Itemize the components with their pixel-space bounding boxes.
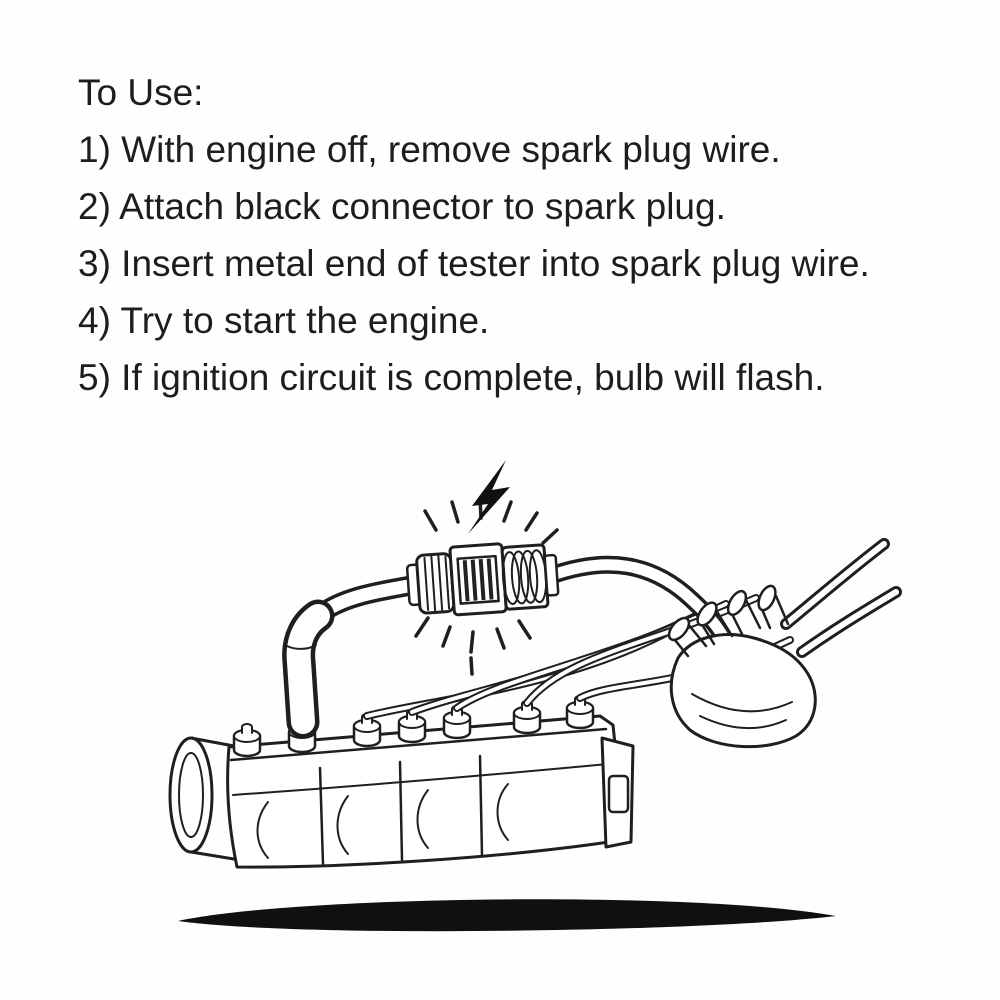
instruction-step-3: 3) Insert metal end of tester into spark… — [78, 243, 870, 284]
offscreen-wires — [780, 538, 902, 658]
distributor-cap-icon — [667, 584, 817, 749]
instructions-title: To Use: — [78, 72, 204, 113]
instruction-step-5: 5) If ignition circuit is complete, bulb… — [78, 357, 825, 398]
tester-bulb-window — [462, 558, 494, 602]
spark-plug-wire-icon — [363, 594, 794, 720]
engine-valve-cover-icon — [226, 714, 635, 869]
ground-shadow-icon — [178, 899, 836, 932]
spark-tester-icon — [405, 542, 560, 617]
spark-plug-boot-icon — [282, 574, 430, 739]
instruction-step-2: 2) Attach black connector to spark plug. — [78, 186, 726, 227]
spark-plug-terminals — [232, 694, 595, 758]
instruction-step-1: 1) With engine off, remove spark plug wi… — [78, 129, 781, 170]
instruction-step-4: 4) Try to start the engine. — [78, 300, 490, 341]
instruction-text-block: To Use: 1) With engine off, remove spark… — [78, 64, 980, 406]
tester-to-distributor-wire — [541, 555, 733, 647]
flash-rays-icon — [414, 496, 559, 676]
tester-spring-coil — [501, 549, 548, 605]
lightning-bolt-icon — [468, 460, 510, 534]
engine-left-cylinder — [168, 736, 242, 862]
